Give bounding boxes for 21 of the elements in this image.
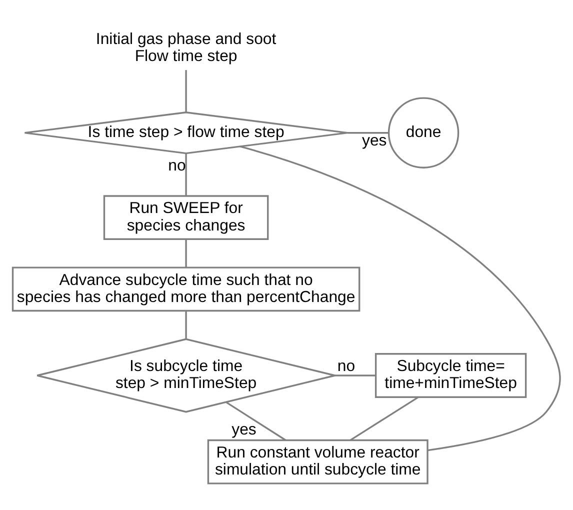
node-box: Run SWEEP for species changes [103, 195, 269, 240]
node-box: Advance subcycle time such that no species has changed more than percentChange [12, 266, 360, 312]
edge-label: no [337, 358, 356, 376]
edge-label: yes [232, 421, 256, 438]
node-box: Subcycle time= time+minTimeStep [374, 353, 527, 398]
connector [185, 70, 187, 112]
connector [185, 239, 187, 268]
connector [240, 146, 561, 452]
connector [226, 402, 286, 441]
node-diamond: Is time step > flow time step [24, 112, 348, 154]
node-text: Initial gas phase and soot Flow time step [96, 30, 276, 65]
node-circle: done [388, 97, 460, 168]
connector [185, 311, 187, 340]
edge-label: yes [362, 132, 387, 150]
connector [350, 396, 419, 441]
connector [185, 154, 187, 196]
connector [347, 132, 389, 134]
connector [334, 374, 376, 376]
node-box: Run constant volume reactor simulation until subcycle time [207, 439, 428, 484]
edge-label: no [168, 157, 186, 174]
node-diamond: Is subcycle time step > minTimeStep [36, 338, 336, 413]
